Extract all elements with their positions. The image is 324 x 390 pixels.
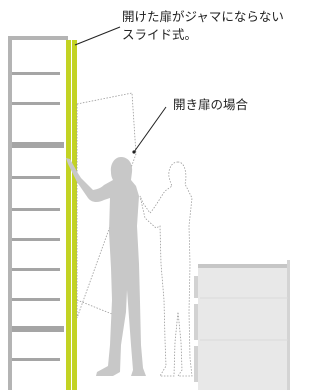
shelf-frame-top — [8, 36, 68, 40]
cabinet-handle — [194, 346, 198, 382]
callout-slide-door-line1: 開けた扉がジャマにならない — [122, 9, 284, 24]
shelf-board — [12, 102, 60, 105]
hinged-door-swing-outline — [76, 92, 137, 319]
callout-leader-hinged — [133, 106, 167, 153]
cabinet-top-edge — [198, 264, 290, 268]
callout-point-hinged — [132, 150, 136, 154]
cabinet-side-edge — [287, 260, 290, 390]
shelving-unit — [8, 36, 68, 390]
cabinet-handle — [194, 304, 198, 340]
shelf-board — [12, 298, 60, 301]
kitchen-cabinet — [194, 260, 290, 390]
shelf-board — [12, 72, 60, 75]
shelf-board — [12, 268, 60, 271]
cabinet-body — [198, 268, 288, 390]
shelf-frame-side — [8, 36, 12, 390]
shelf-board — [12, 208, 60, 211]
callout-slide-door-line2: スライド式。 — [122, 27, 198, 42]
shelf-board-thick — [12, 326, 64, 332]
second-person-outline-icon — [139, 161, 193, 377]
sliding-door-front — [66, 40, 71, 390]
sliding-door-back — [72, 40, 77, 390]
sliding-door-panels — [66, 40, 77, 390]
callout-leader-slide — [74, 26, 121, 46]
shelf-board — [12, 176, 60, 179]
shelf-board — [12, 238, 60, 241]
shelf-board-thick — [12, 142, 64, 148]
shelf-board — [12, 358, 60, 361]
cabinet-handle — [194, 276, 198, 298]
callout-hinged-door: 開き扉の場合 — [173, 97, 249, 112]
person-silhouette-icon — [66, 157, 146, 376]
callout-slide-door: 開けた扉がジャマにならない スライド式。 — [122, 8, 284, 44]
